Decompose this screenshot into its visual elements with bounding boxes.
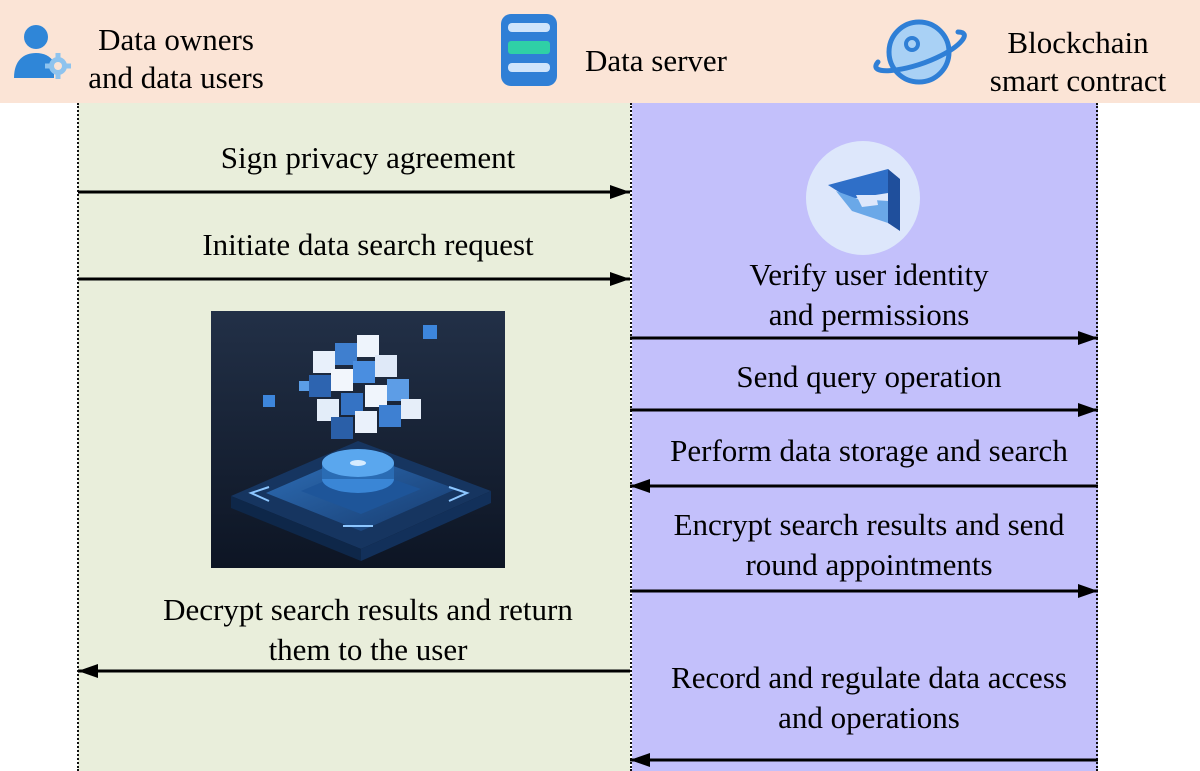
message-encrypt-results-line2: round appointments [745,547,993,582]
blockchain-cubes-illustration [211,311,505,568]
user-lifeline [77,103,79,771]
message-decrypt-results-line1: Decrypt search results and return [163,592,573,627]
actor-blockchain-line2: smart contract [989,63,1167,98]
message-encrypt-results-line1: Encrypt search results and send [673,507,1065,542]
message-initiate-search: Initiate data search request [78,225,658,265]
message-send-query-text: Send query operation [736,359,1002,394]
message-initiate-search-text: Initiate data search request [202,227,534,262]
message-record-regulate-line1: Record and regulate data access [671,660,1067,695]
message-verify-identity-line1: Verify user identity [749,257,989,292]
message-decrypt-results: Decrypt search results and return them t… [78,590,658,670]
actor-blockchain: Blockchain smart contract [974,24,1182,100]
server-icon [501,14,557,86]
message-send-query: Send query operation [632,357,1106,397]
planet-icon [873,19,967,85]
message-encrypt-results: Encrypt search results and send round ap… [632,505,1106,585]
message-record-regulate-line2: and operations [778,700,960,735]
message-sign-privacy-text: Sign privacy agreement [220,140,516,175]
message-perform-storage: Perform data storage and search [632,431,1106,471]
actor-blockchain-line1: Blockchain [1007,25,1149,60]
header-band [0,0,1200,103]
message-decrypt-results-line2: them to the user [268,632,468,667]
message-verify-identity: Verify user identity and permissions [632,255,1106,335]
message-verify-identity-line2: and permissions [768,297,970,332]
message-sign-privacy: Sign privacy agreement [78,138,658,178]
message-perform-storage-text: Perform data storage and search [670,433,1068,468]
server-lifeline [630,103,632,771]
actor-data-owners-line1: Data owners [98,22,254,57]
blockchain-logo-icon [806,141,920,255]
actor-data-owners: Data owners and data users [74,21,278,97]
actor-data-owners-line2: and data users [88,60,264,95]
message-record-regulate: Record and regulate data access and oper… [632,658,1106,738]
contract-lifeline [1096,103,1098,771]
user-gear-icon [14,25,71,79]
actor-data-server: Data server [585,43,727,78]
